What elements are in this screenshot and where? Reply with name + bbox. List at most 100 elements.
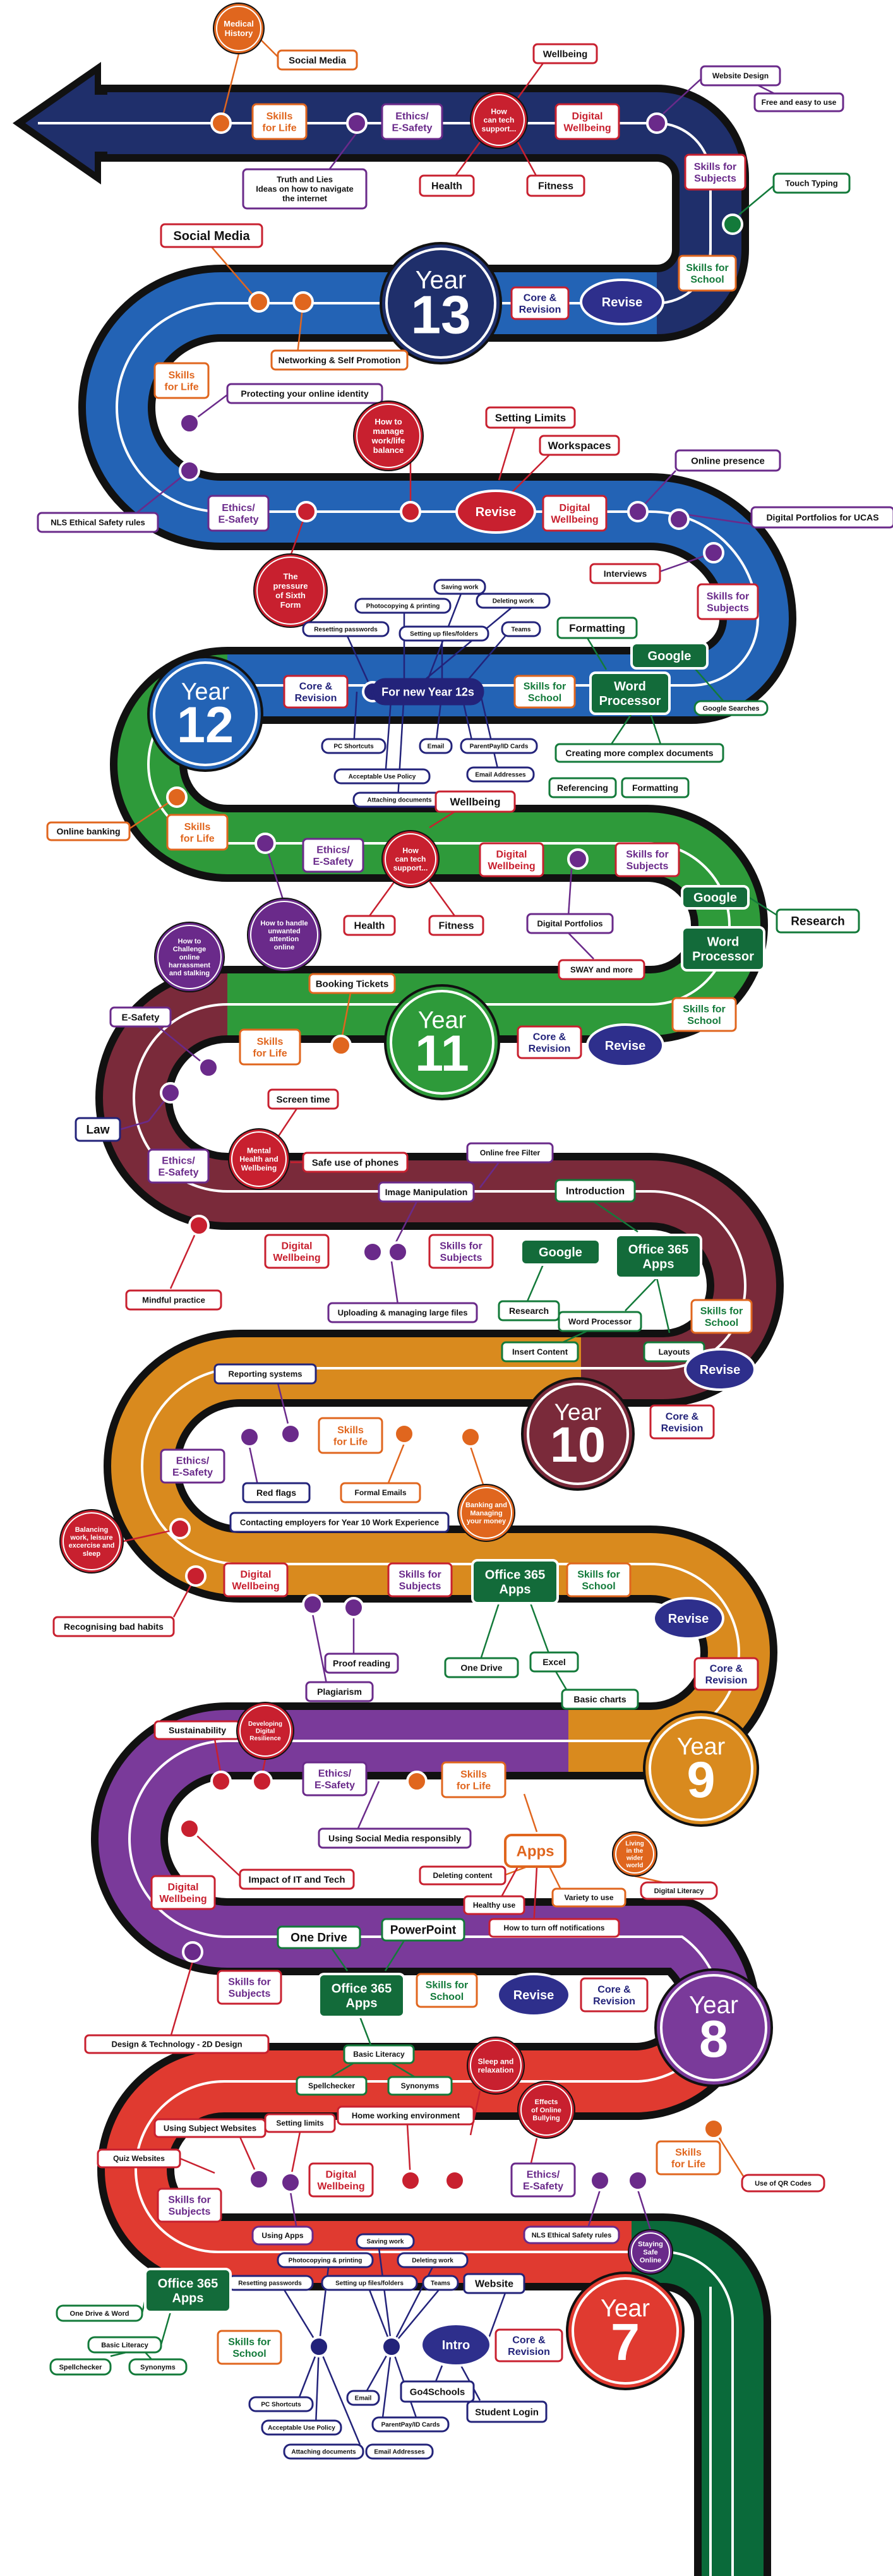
parentpay-7-box-text: ParentPay/ID Cards (381, 2422, 440, 2429)
skills-life-10-text: Skills (337, 1425, 364, 1436)
skills-life-13b-text: Skills (169, 370, 195, 381)
setup-files-7-box-text: Setting up files/folders (335, 2280, 404, 2287)
deleting-12-box: Deleting work (476, 593, 551, 609)
manage-balance-circle-text: manage (373, 426, 404, 436)
reset-pw-7-box: Resetting passwords (226, 2275, 314, 2291)
basic-literacy-7-box-text: Basic Literacy (101, 2342, 148, 2349)
year-word: Year (554, 1399, 602, 1425)
go4schools-box: Go4Schools (400, 2380, 475, 2403)
route-dot (346, 112, 368, 134)
skills-school-8-text: School (430, 1992, 464, 2002)
free-easy-box-text: Free and easy to use (762, 98, 837, 107)
interviews-box-text: Interviews (604, 569, 647, 579)
aup-7-box: Acceptable Use Policy (261, 2419, 342, 2436)
fitness-13-box-text: Fitness (538, 181, 573, 192)
ethics-13a: Ethics/E-Safety (381, 103, 443, 140)
core-revision-10-text: Core & (666, 1411, 699, 1422)
healthy-use-box: Healthy use (463, 1895, 525, 1915)
year-number: 9 (686, 1752, 715, 1809)
revise-13b-text: Revise (476, 505, 517, 519)
introduction-box: Introduction (554, 1179, 636, 1203)
google-12-text: Google (648, 649, 692, 663)
insert-content-box: Insert Content (501, 1341, 579, 1363)
ethics-13b-text: E-Safety (218, 514, 258, 525)
living-world-circle-text: in the (626, 1848, 644, 1855)
parentpay-12-box: ParentPay/ID Cards (460, 738, 538, 754)
email-addr-7-box-text: Email Addresses (374, 2449, 425, 2456)
ethics-11-text: Ethics/ (162, 1155, 195, 1166)
challenge-harass-circle-text: harrassment (169, 962, 210, 970)
route-stops (160, 112, 743, 2357)
nls-rules-7-box: NLS Ethical Safety rules (523, 2225, 620, 2244)
ethics-13b: Ethics/E-Safety (207, 495, 270, 532)
digital-wellbeing-10-text: Wellbeing (232, 1581, 279, 1592)
one-drive-10-box: One Drive (444, 1657, 519, 1678)
research-11-box: Research (776, 908, 860, 934)
pressure-sixth-circle-text: The (283, 572, 297, 581)
portfolios-ucas-box-text: Digital Portfolios for UCAS (766, 512, 878, 522)
screen-time-box-text: Screen time (276, 1094, 330, 1105)
google-11b: Google (520, 1238, 601, 1266)
skills-school-13-text: School (690, 274, 724, 285)
office365-7-text: Office 365 (158, 2277, 219, 2291)
year-number: 12 (177, 697, 234, 754)
manage-balance-circle-text: balance (373, 445, 404, 455)
route-dot (460, 1426, 481, 1448)
deleting-content-box: Deleting content (419, 1865, 506, 1886)
banking-money-circle-text: Managing (470, 1510, 502, 1517)
year-word: Year (416, 266, 467, 294)
core-revision-11-text: Revision (529, 1044, 571, 1054)
challenge-harass-circle-text: and stalking (169, 970, 210, 977)
core-revision-12: Core &Revision (283, 675, 349, 709)
revise-11b-text: Revise (700, 1363, 741, 1377)
insert-content-box-text: Insert Content (512, 1347, 568, 1357)
skills-school-11-text: School (687, 1016, 721, 1026)
ethics-8-text: E-Safety (523, 2181, 563, 2192)
reset-pw-12-box-text: Resetting passwords (314, 627, 378, 634)
qr-codes-box: Use of QR Codes (741, 2174, 825, 2193)
one-drive-8-box-text: One Drive (291, 1932, 347, 1945)
pc-shortcuts-7-box: PC Shortcuts (248, 2396, 314, 2412)
online-presence-box-text: Online presence (691, 455, 765, 466)
reset-pw-12-box: Resetting passwords (302, 621, 390, 637)
pc-shortcuts-7-box-text: PC Shortcuts (261, 2402, 301, 2409)
year-number: 13 (411, 286, 470, 346)
skills-for-life-13a-text: Skills (267, 111, 293, 122)
skills-life-12-text: for Life (180, 833, 214, 844)
digital-wellbeing-9-text: Digital (168, 1882, 199, 1893)
email-addr-12-box-text: Email Addresses (475, 772, 526, 779)
photocopy-12-box: Photocopying & printing (354, 598, 452, 614)
protect-identity-box-text: Protecting your online identity (241, 388, 368, 399)
sustainability-box: Sustainability (153, 1720, 241, 1740)
challenge-harass-circle-text: How to (178, 938, 201, 946)
balancing-circle-text: excercise and (69, 1542, 115, 1550)
setup-files-12-box-text: Setting up files/folders (410, 631, 478, 638)
qr-codes-box-text: Use of QR Codes (755, 2180, 812, 2188)
revise-11: Revise (586, 1023, 664, 1068)
digital-portfolios-box-text: Digital Portfolios (537, 919, 603, 929)
ethics-10-text: Ethics/ (176, 1455, 210, 1466)
core-revision-13-text: Revision (519, 304, 561, 315)
digital-literacy-9-box: Digital Literacy (640, 1881, 718, 1900)
manage-balance-circle-text: work/life (371, 436, 405, 445)
skills-school-11b-text: School (705, 1318, 738, 1328)
route-dot (703, 542, 724, 563)
route-dot (343, 1597, 364, 1618)
route-dot (296, 501, 317, 522)
upload-files-box: Uploading & managing large files (327, 1302, 478, 1323)
sway-box: SWAY and more (558, 959, 645, 980)
intro-7-text: Intro (442, 2338, 470, 2352)
plagiarism-box-text: Plagiarism (317, 1687, 362, 1697)
fitness-12-box-text: Fitness (438, 921, 474, 932)
image-manipulation-box: Image Manipulation (378, 1181, 475, 1203)
